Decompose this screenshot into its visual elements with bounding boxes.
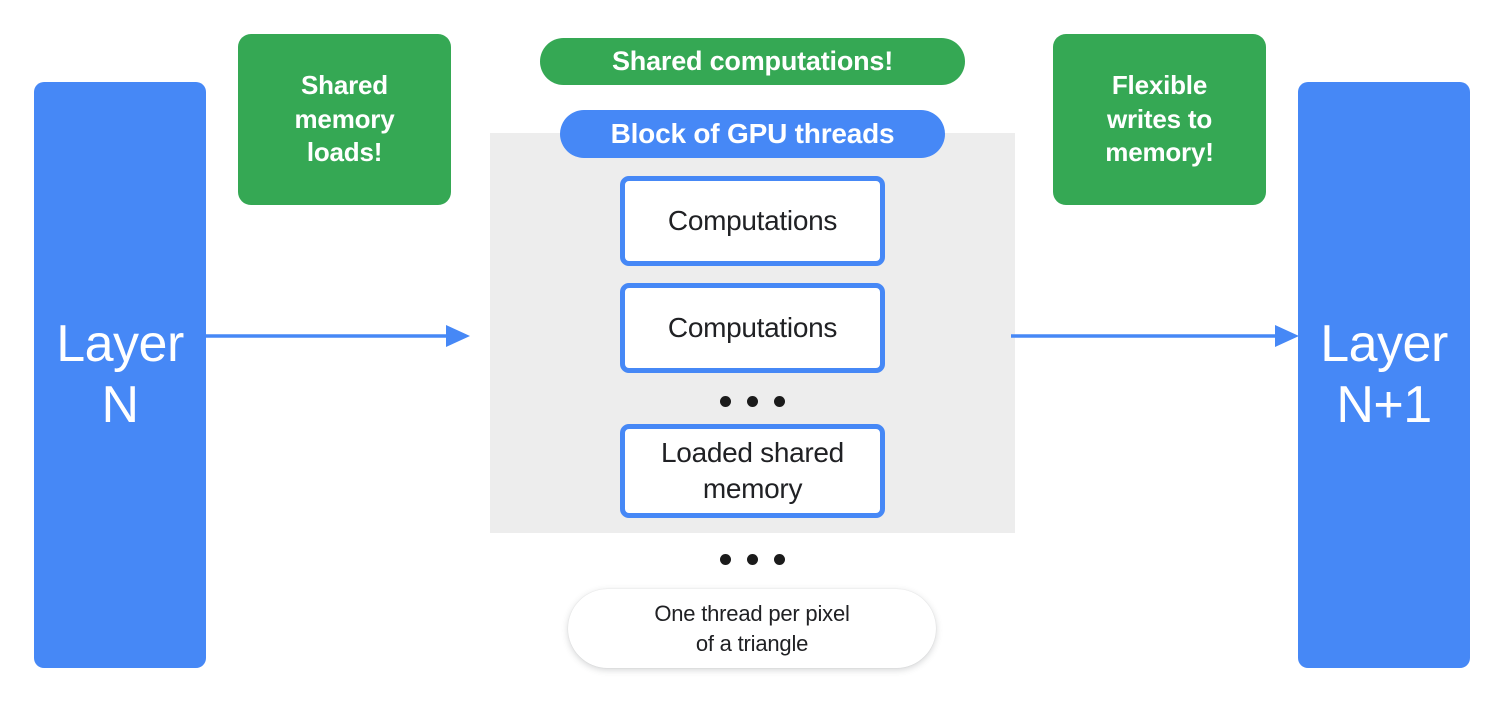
banner-shared-computations: Shared computations! <box>540 38 965 85</box>
thread-box-loaded-shared-memory-label: Loaded shared memory <box>661 437 844 504</box>
banner-block-of-gpu-threads: Block of GPU threads <box>560 110 945 158</box>
thread-note-label: One thread per pixel of a triangle <box>654 601 850 656</box>
thread-box-computations-1-label: Computations <box>667 205 838 237</box>
callout-flexible-writes: Flexible writes to memory! <box>1053 34 1266 205</box>
banner-shared-computations-label: Shared computations! <box>611 46 894 76</box>
callout-shared-memory-loads-label: Shared memory loads! <box>294 69 395 168</box>
layer-n1-block: Layer N+1 <box>1298 82 1470 668</box>
layer-n-label: Layer N <box>56 314 184 434</box>
thread-box-computations-2: Computations <box>620 283 885 373</box>
layer-n1-label: Layer N+1 <box>1320 314 1448 434</box>
ellipsis-inner <box>720 396 785 407</box>
thread-box-loaded-shared-memory: Loaded shared memory <box>620 424 885 518</box>
thread-box-computations-2-label: Computations <box>667 312 838 344</box>
dot-icon <box>720 396 731 407</box>
banner-block-of-gpu-threads-label: Block of GPU threads <box>610 118 895 149</box>
callout-shared-memory-loads: Shared memory loads! <box>238 34 451 205</box>
dot-icon <box>720 554 731 565</box>
thread-box-computations-1: Computations <box>620 176 885 266</box>
dot-icon <box>774 396 785 407</box>
callout-flexible-writes-label: Flexible writes to memory! <box>1105 69 1214 168</box>
ellipsis-outer <box>720 554 785 565</box>
arrow-layer-n-to-block-icon <box>203 325 470 347</box>
thread-note-card: One thread per pixel of a triangle <box>568 589 936 668</box>
dot-icon <box>774 554 785 565</box>
layer-n-block: Layer N <box>34 82 206 668</box>
arrow-block-to-layer-n1-icon <box>1011 325 1299 347</box>
dot-icon <box>747 396 758 407</box>
dot-icon <box>747 554 758 565</box>
